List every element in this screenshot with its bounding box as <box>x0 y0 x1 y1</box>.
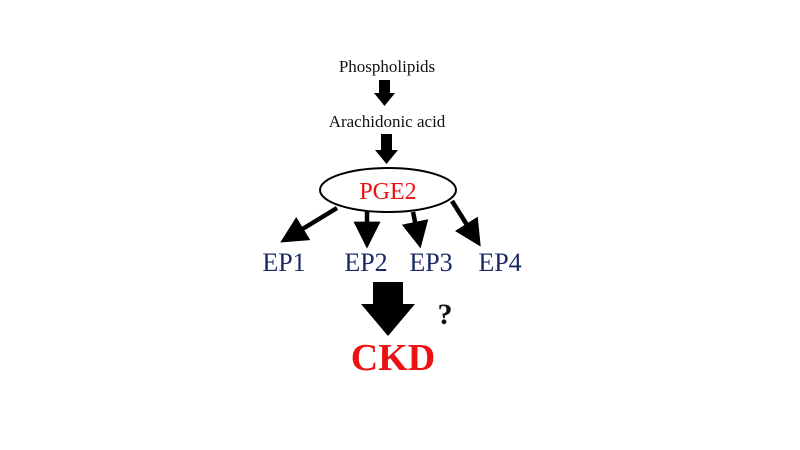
arrow-down-icon <box>374 80 395 106</box>
node-ep3: EP3 <box>409 248 452 277</box>
node-ckd: CKD <box>351 337 435 379</box>
pge2-ellipse <box>319 167 457 213</box>
arrow-to-ep3-icon <box>401 211 429 249</box>
node-ep2: EP2 <box>344 248 387 277</box>
big-arrow-down-icon <box>361 282 415 336</box>
uncertainty-mark: ? <box>438 298 453 331</box>
arrow-to-ep4-icon <box>450 199 481 247</box>
node-phospholipids: Phospholipids <box>339 57 435 76</box>
arrow-down-icon <box>375 134 398 164</box>
node-arachidonic-acid: Arachidonic acid <box>329 112 446 131</box>
node-pge2: PGE2 <box>359 179 416 205</box>
node-ep4: EP4 <box>478 248 521 277</box>
node-ep1: EP1 <box>262 248 305 277</box>
arrow-to-ep1-icon <box>280 206 339 243</box>
